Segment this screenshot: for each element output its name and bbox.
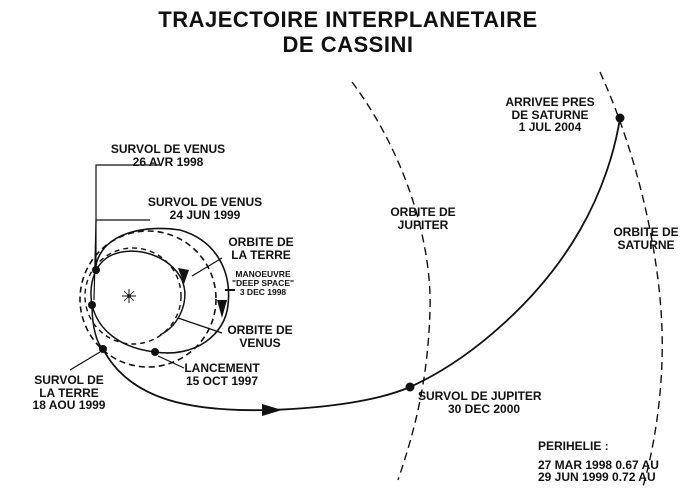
venus-flyby-2-label: SURVOL DE VENUS 24 JUN 1999 [135,196,275,221]
jupiter-orbit-line-2: JUPITER [397,217,449,232]
venus-orbit-line-1: ORBITE DE [227,323,293,337]
jupiter-orbit-line-1: ORBITE DE [390,205,456,219]
venus-flyby-1-dot [92,266,100,274]
leader-earth-orbit [191,257,223,277]
launch-label: LANCEMENT 15 OCT 1997 [174,362,270,387]
perihelion-line-2: 29 JUN 1999 0.72 AU [538,470,656,485]
sun-icon [122,289,136,303]
venus-flyby-1-name: SURVOL DE VENUS [110,142,226,156]
earth-flyby-line-1: SURVOL DE [34,373,104,387]
saturn-arrival-date: 1 JUL 2004 [518,120,582,135]
arrow-outbound [262,404,282,416]
launch-dot [151,348,159,356]
jupiter-flyby-label: SURVOL DE JUPITER 30 DEC 2000 [418,390,568,415]
venus-orbit-line-2: VENUS [239,335,281,350]
saturn-orbit-label: ORBITE DE SATURNE [604,226,688,251]
trajectory-loop-outer [94,227,230,354]
perihelion-heading: PERIHELIE : [538,439,609,453]
leader-venus-flyby-2 [93,219,150,301]
saturn-arrival-dot [615,113,625,123]
launch-date: 15 OCT 1997 [185,373,259,388]
earth-orbit-label: ORBITE DE LA TERRE [222,236,300,261]
venus-flyby-1-label: SURVOL DE VENUS 26 AVR 1998 [98,143,238,168]
earth-flyby-line-2: LA TERRE [39,385,99,400]
jupiter-flyby-date: 30 DEC 2000 [448,401,521,416]
venus-flyby-2-dot [88,301,96,309]
arrow-loop-1 [217,300,227,318]
leader-launch [157,355,185,369]
venus-flyby-2-name: SURVOL DE VENUS [147,195,263,209]
earth-flyby-label: SURVOL DE LA TERRE 18 AOU 1999 [20,374,118,412]
saturn-arrival-label: ARRIVEE PRES DE SATURNE 1 JUL 2004 [496,96,604,134]
perihelion-block: PERIHELIE : 27 MAR 1998 0.67 AU 29 JUN 1… [538,440,688,484]
launch-name: LANCEMENT [184,361,260,375]
jupiter-flyby-dot [405,382,415,392]
earth-orbit [79,230,217,368]
earth-orbit-line-2: LA TERRE [231,247,291,262]
venus-orbit-label: ORBITE DE VENUS [220,324,300,349]
title-line-1: TRAJECTOIRE INTERPLANETAIRE [158,7,538,32]
earth-orbit-line-1: ORBITE DE [228,235,294,249]
maneuver-label: MANOEUVRE "DEEP SPACE" 3 DEC 1998 [228,270,298,297]
venus-flyby-1-date: 26 AVR 1998 [132,154,204,169]
title-line-2: DE CASSINI [282,32,414,57]
perihelion-line-1: 27 MAR 1998 0.67 AU [538,457,659,472]
leader-earth-flyby [69,351,101,371]
venus-flyby-2-date: 24 JUN 1999 [169,207,241,222]
saturn-orbit-line-2: SATURNE [617,237,675,252]
earth-flyby-date: 18 AOU 1999 [32,398,106,413]
jupiter-flyby-name: SURVOL DE JUPITER [418,389,542,403]
jupiter-orbit-label: ORBITE DE JUPITER [378,206,468,231]
jupiter-orbit [351,81,431,481]
saturn-orbit-line-1: ORBITE DE [613,225,679,239]
saturn-orbit [599,71,663,491]
venus-orbit [84,247,182,345]
saturn-arrival-line-2: DE SATURNE [511,107,589,122]
trajectory-loop-inner [90,250,186,353]
maneuver-line-2: "DEEP SPACE" [231,277,295,288]
earth-flyby-dot [99,345,107,353]
arrow-loop-2 [178,268,189,284]
saturn-arrival-line-1: ARRIVEE PRES [505,95,595,109]
maneuver-line-1: MANOEUVRE [235,269,291,279]
maneuver-date: 3 DEC 1998 [239,286,287,297]
leader-venus-orbit [177,317,223,334]
